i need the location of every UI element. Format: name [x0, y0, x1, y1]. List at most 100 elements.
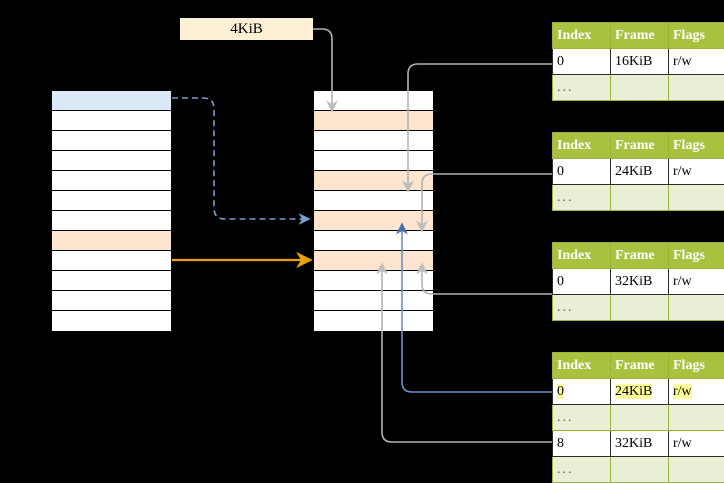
page-table-level-4-row-2-index: 8	[553, 431, 611, 457]
page-table-level-4-row-0-flags: r/w	[669, 379, 724, 405]
wire-vaddr-blue-dashed	[172, 98, 305, 219]
page-table-level-4-row-3-flags	[669, 457, 724, 483]
page-table-level-1-row-1-flags	[669, 75, 724, 101]
page-table-level-4-row-0: 0 24KiB r/w	[553, 379, 724, 405]
page-table-level-2-row-1-flags	[669, 185, 724, 211]
page-table-level-3-row-0-frame-text: 32KiB	[615, 274, 652, 289]
page-table-level-1-row-1-index-text: ...	[557, 80, 574, 95]
page-table-level-4-row-0-index: 0	[553, 379, 611, 405]
page-table-level-1-row-1-frame	[611, 75, 669, 101]
page-table-level-2-row-0-frame-text: 24KiB	[615, 164, 652, 179]
page-table-level-3-row-1-flags	[669, 295, 724, 321]
physical-memory-cell-6	[314, 211, 433, 231]
virtual-address-space-cell-0	[52, 91, 171, 111]
physical-memory-cell-7	[314, 231, 433, 251]
virtual-address-space-cell-1	[52, 111, 171, 131]
page-table-level-3-row-1-index-text: ...	[557, 300, 574, 315]
physical-memory-cell-2	[314, 131, 433, 151]
page-table-level-1-row-0-index: 0	[553, 49, 611, 75]
page-table-level-3-row-0-frame: 32KiB	[611, 269, 669, 295]
page-table-level-3-row-1-frame	[611, 295, 669, 321]
page-table-level-3-row-0-flags-text: r/w	[673, 274, 692, 289]
page-table-level-4-row-2-flags: r/w	[669, 431, 724, 457]
virtual-address-space-cell-2	[52, 131, 171, 151]
page-table-level-2-row-0-frame: 24KiB	[611, 159, 669, 185]
page-size-label: 4KiB	[180, 18, 313, 40]
page-table-level-4-row-1-index: ...	[553, 405, 611, 431]
page-table-level-2-col-flags: Flags	[669, 133, 724, 159]
page-table-level-2-col-frame: Frame	[611, 133, 669, 159]
physical-memory-cell-4	[314, 171, 433, 191]
page-table-level-4-row-3-index-text: ...	[557, 462, 574, 477]
page-table-level-4-row-0-frame: 24KiB	[611, 379, 669, 405]
page-table-level-3-col-frame: Frame	[611, 243, 669, 269]
physical-memory-cell-0	[314, 91, 433, 111]
page-table-level-3-col-index: Index	[553, 243, 611, 269]
page-table-level-1-row-0-flags: r/w	[669, 49, 724, 75]
page-table-level-4-row-2: 8 32KiB r/w	[553, 431, 724, 457]
virtual-address-space-cell-4	[52, 171, 171, 191]
page-table-level-4-row-2-flags-text: r/w	[673, 436, 692, 451]
page-table-level-4-row-1-frame	[611, 405, 669, 431]
physical-memory-cell-8	[314, 251, 433, 271]
page-table-level-4-row-2-frame: 32KiB	[611, 431, 669, 457]
virtual-address-space-stack	[51, 90, 172, 332]
page-table-level-3-row-0-index-text: 0	[557, 274, 564, 289]
page-table-level-2-row-0: 0 24KiB r/w	[553, 159, 724, 185]
virtual-address-space-cell-10	[52, 291, 171, 311]
virtual-address-space-cell-11	[52, 311, 171, 331]
page-table-level-4-row-1: ...	[553, 405, 724, 431]
virtual-address-space-cell-3	[52, 151, 171, 171]
page-table-level-2-row-1-index: ...	[553, 185, 611, 211]
physical-memory-cell-1	[314, 111, 433, 131]
page-table-level-2-row-0-flags-text: r/w	[673, 164, 692, 179]
page-table-level-2-row-0-index: 0	[553, 159, 611, 185]
page-table-level-2-col-index: Index	[553, 133, 611, 159]
page-table-level-1-row-0-index-text: 0	[557, 54, 564, 69]
page-table-level-3-row-0-index: 0	[553, 269, 611, 295]
page-table-level-4-row-0-index-text: 0	[557, 384, 564, 399]
page-table-level-3-row-0: 0 32KiB r/w	[553, 269, 724, 295]
page-table-level-1-row-0-frame: 16KiB	[611, 49, 669, 75]
page-table-level-4-col-index: Index	[553, 353, 611, 379]
page-table-level-2-row-0-index-text: 0	[557, 164, 564, 179]
wire-pt3-to-frame	[422, 268, 552, 294]
physical-memory-stack	[313, 90, 434, 332]
page-table-level-2-row-1-frame	[611, 185, 669, 211]
page-table-level-1-row-0: 0 16KiB r/w	[553, 49, 724, 75]
physical-memory-cell-3	[314, 151, 433, 171]
page-table-level-1-row-1-index: ...	[553, 75, 611, 101]
physical-memory-cell-10	[314, 291, 433, 311]
physical-memory-cell-11	[314, 311, 433, 331]
page-table-level-2-row-1-index-text: ...	[557, 190, 574, 205]
page-table-level-3-row-1-index: ...	[553, 295, 611, 321]
wire-pt2-to-frame	[422, 174, 552, 227]
page-table-level-4-row-1-index-text: ...	[557, 410, 574, 425]
page-table-level-4-row-0-frame-text: 24KiB	[615, 384, 652, 399]
page-table-level-2-row-1: ...	[553, 185, 724, 211]
page-table-level-1-col-flags: Flags	[669, 23, 724, 49]
page-table-level-4-row-2-frame-text: 32KiB	[615, 436, 652, 451]
page-table-level-4-row-0-flags-text: r/w	[673, 384, 692, 399]
page-table-level-2-row-0-flags: r/w	[669, 159, 724, 185]
page-table-level-4-row-3: ...	[553, 457, 724, 483]
page-table-level-3-col-flags: Flags	[669, 243, 724, 269]
virtual-address-space-cell-7	[52, 231, 171, 251]
page-table-level-1-col-frame: Frame	[611, 23, 669, 49]
page-table-level-4-col-frame: Frame	[611, 353, 669, 379]
page-table-level-1-row-0-frame-text: 16KiB	[615, 54, 652, 69]
page-table-level-4-row-1-flags	[669, 405, 724, 431]
page-table-level-4-col-flags: Flags	[669, 353, 724, 379]
physical-memory-cell-9	[314, 271, 433, 291]
virtual-address-space-cell-5	[52, 191, 171, 211]
virtual-address-space-cell-8	[52, 251, 171, 271]
page-table-level-3-row-0-flags: r/w	[669, 269, 724, 295]
